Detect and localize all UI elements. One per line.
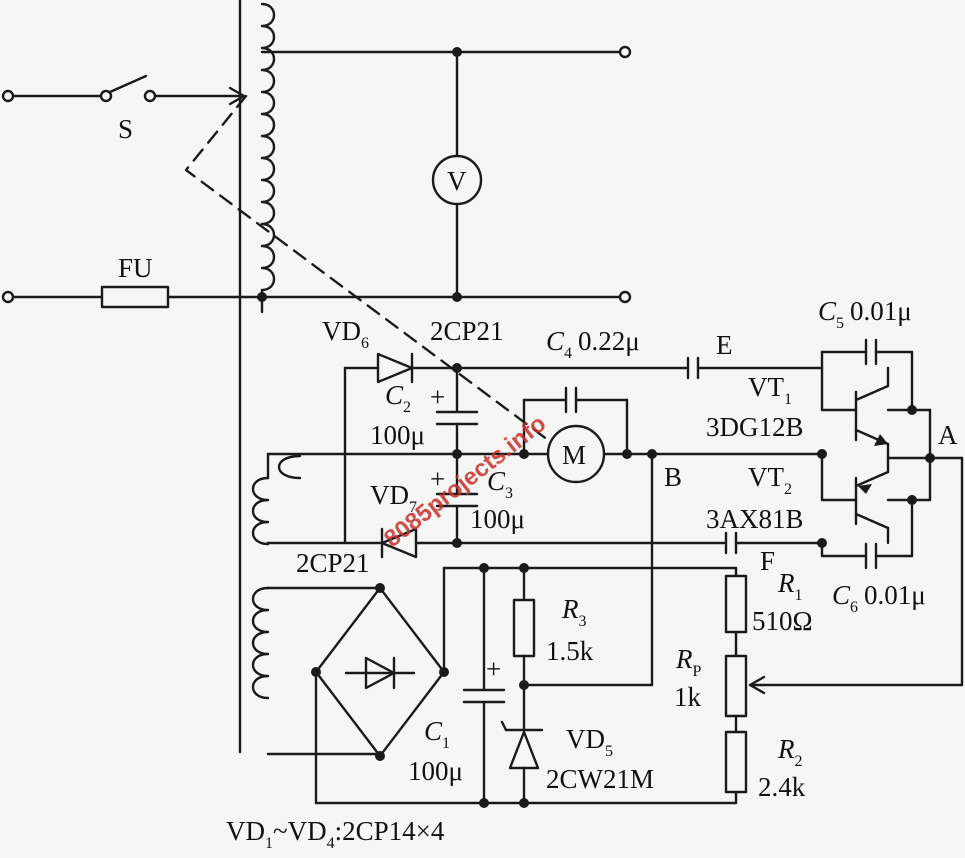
svg-text:+: + bbox=[430, 382, 445, 412]
output-section: V bbox=[260, 45, 632, 304]
label-R3: R3 bbox=[561, 594, 587, 630]
label-VD7: VD7 bbox=[370, 480, 417, 516]
label-C3-value: 100μ bbox=[470, 504, 525, 534]
power-supply: + bbox=[266, 563, 748, 808]
label-A: A bbox=[938, 420, 958, 450]
switch-label: S bbox=[118, 114, 133, 144]
label-VD7-type: 2CP21 bbox=[296, 548, 370, 578]
label-Rp-value: 1k bbox=[674, 682, 702, 712]
secondary-winding-1 bbox=[251, 454, 302, 546]
switch-contact-a bbox=[99, 89, 113, 103]
label-VD5-type: 2CW21M bbox=[546, 764, 654, 794]
resistor-R1 bbox=[724, 574, 748, 634]
fuse-label: FU bbox=[118, 253, 153, 283]
mains-input: S FU bbox=[1, 74, 267, 309]
label-VD6-type: 2CP21 bbox=[430, 316, 504, 346]
input-terminal-top bbox=[1, 89, 15, 103]
motor-label: M bbox=[562, 440, 586, 470]
lower-rail bbox=[266, 527, 824, 559]
fuse-FU bbox=[100, 285, 170, 309]
label-C3: C3 bbox=[487, 466, 513, 502]
potentiometer-Rp bbox=[724, 654, 748, 718]
label-C2-value: 100μ bbox=[370, 420, 425, 450]
primary-winding bbox=[260, 2, 276, 314]
switch-S bbox=[108, 74, 148, 94]
label-R3-value: 1.5k bbox=[546, 636, 594, 666]
switch-contact-b bbox=[143, 89, 157, 103]
label-VT2-type: 3AX81B bbox=[706, 504, 804, 534]
transformer bbox=[238, 0, 302, 754]
label-E: E bbox=[716, 330, 733, 360]
label-VT1-type: 3DG12B bbox=[706, 412, 804, 442]
rp-wiper-arrow bbox=[748, 675, 766, 695]
label-VT1: VT1 bbox=[748, 372, 792, 408]
label-VD6: VD6 bbox=[322, 316, 369, 352]
label-C2: C2 bbox=[385, 380, 411, 416]
output-terminal-top bbox=[618, 45, 632, 59]
label-B: B bbox=[664, 462, 682, 492]
label-C1-value: 100μ bbox=[408, 756, 463, 786]
tap-arrow bbox=[228, 86, 246, 106]
capacitor-stack: + + bbox=[430, 366, 479, 545]
svg-text:+: + bbox=[486, 654, 501, 684]
transistor-pair bbox=[748, 338, 964, 695]
secondary-winding-2 bbox=[251, 586, 270, 700]
svg-text:+: + bbox=[430, 464, 445, 494]
label-R2-value: 2.4k bbox=[758, 772, 806, 802]
diode-VD6 bbox=[376, 352, 414, 384]
label-VT2: VT2 bbox=[748, 462, 792, 498]
label-F: F bbox=[760, 546, 775, 576]
label-R1: R1 bbox=[777, 568, 803, 604]
input-terminal-bottom bbox=[1, 290, 15, 304]
resistor-R3 bbox=[512, 598, 536, 658]
label-Rp: RP bbox=[675, 644, 702, 680]
label-R2: R2 bbox=[777, 734, 803, 770]
resistor-R2 bbox=[724, 730, 748, 794]
output-terminal-bottom bbox=[618, 290, 632, 304]
label-C1: C1 bbox=[424, 716, 450, 752]
mechanical-link bbox=[184, 94, 550, 442]
voltmeter-label: V bbox=[447, 166, 467, 196]
label-VD5: VD5 bbox=[566, 724, 613, 760]
label-R1-value: 510Ω bbox=[752, 606, 813, 636]
motor-line: M bbox=[266, 386, 824, 687]
label-bridge: VD1~VD4:2CP14×4 bbox=[226, 816, 445, 852]
